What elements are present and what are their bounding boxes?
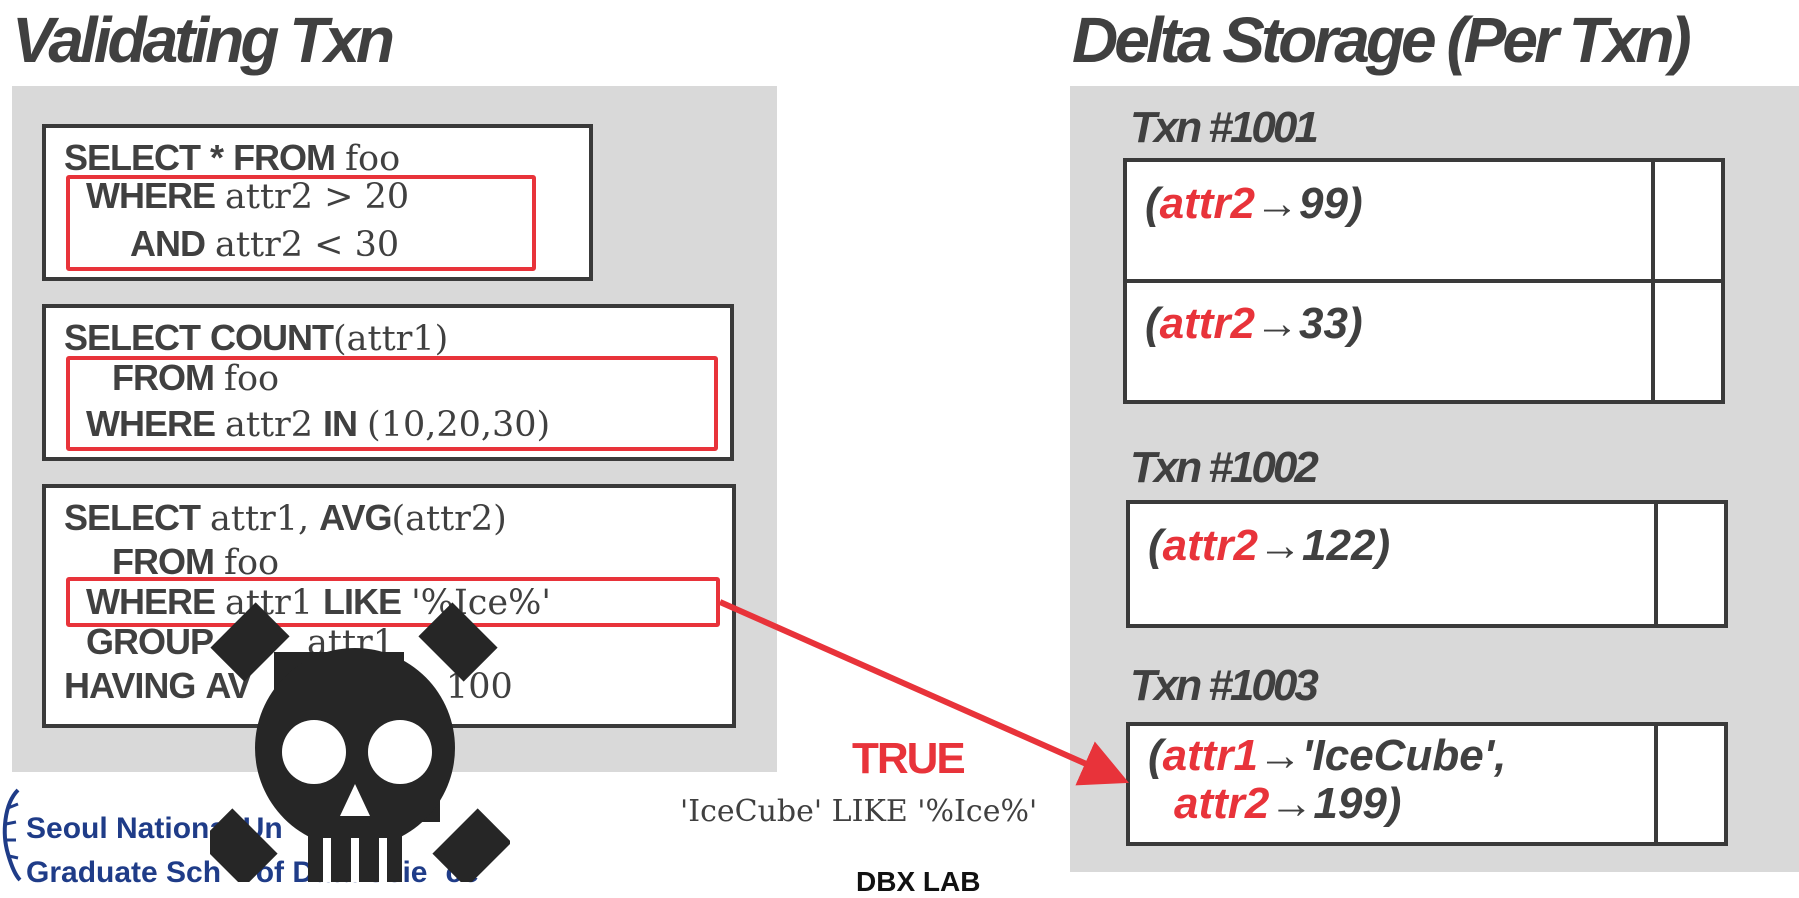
kw-from: FROM (112, 357, 215, 398)
table-name: foo (224, 543, 280, 583)
kw-group: GROUP (86, 621, 214, 662)
predicate: attr2 > 20 (225, 177, 410, 217)
dbx-lab-label: DBX LAB (856, 866, 981, 897)
left-title: Validating Txn (12, 4, 395, 76)
txn-1002-delta-box[interactable]: (attr2→122) (1126, 500, 1728, 628)
query-box-2[interactable]: SELECT COUNT(attr1) FROM foo WHERE attr2… (42, 304, 734, 461)
kw-where: WHERE (86, 175, 216, 216)
delta-entry: (attr2→99) (1145, 179, 1363, 228)
kw-in: IN (323, 403, 358, 444)
kw-where: WHERE (86, 581, 216, 622)
txn-1001-delta-box[interactable]: (attr2→99) (attr2→33) (1123, 158, 1725, 404)
predicate-highlight-3 (66, 577, 720, 627)
in-list: (10,20,30) (367, 405, 551, 445)
right-title: Delta Storage (Per Txn) (1072, 4, 1692, 76)
txn-1001-label: Txn #1001 (1130, 103, 1319, 152)
delta-entry: attr2→199) (1174, 779, 1402, 828)
like-expression: 'IceCube' LIKE '%Ice%' (680, 794, 1038, 829)
table-name: foo (224, 359, 280, 399)
star: * (210, 137, 224, 178)
kw-from: FROM (233, 137, 336, 178)
kw-where: WHERE (86, 403, 216, 444)
predicate: attr2 < 30 (215, 225, 400, 265)
column: attr1 (225, 583, 314, 623)
kw-count: COUNT (210, 317, 334, 358)
query-box-1[interactable]: SELECT * FROM foo WHERE attr2 > 20 AND a… (42, 124, 593, 281)
avg-arg: (attr2) (391, 499, 507, 539)
predicate-highlight-2 (66, 356, 718, 451)
skull-crossbones-icon (210, 602, 510, 882)
like-pattern: '%Ice%' (411, 583, 551, 623)
delta-entry: (attr2→33) (1145, 299, 1363, 348)
txn-1003-delta-box[interactable]: (attr1→'IceCube', attr2→199) (1126, 722, 1728, 846)
pointer-divider (1654, 504, 1658, 624)
result-label: TRUE (852, 734, 966, 783)
kw-like: LIKE (323, 581, 402, 622)
kw-select: SELECT (64, 137, 201, 178)
kw-and: AND (130, 223, 206, 264)
column: attr1, (210, 499, 310, 539)
pointer-divider (1651, 162, 1655, 400)
kw-from: FROM (112, 541, 215, 582)
count-arg: (attr1) (333, 319, 449, 359)
delta-entry: (attr1→'IceCube', (1148, 731, 1507, 780)
kw-select: SELECT (64, 317, 201, 358)
txn-1003-label: Txn #1003 (1130, 661, 1319, 710)
column: attr2 (225, 405, 314, 445)
university-emblem-icon (0, 784, 22, 882)
txn-1002-label: Txn #1002 (1130, 443, 1319, 492)
predicate-highlight-1 (66, 175, 536, 271)
kw-avg: AVG (319, 497, 392, 538)
row-divider (1127, 279, 1721, 283)
pointer-divider (1654, 726, 1658, 842)
kw-select: SELECT (64, 497, 201, 538)
kw-having: HAVING (64, 665, 196, 706)
table-name: foo (345, 139, 401, 179)
delta-entry: (attr2→122) (1148, 521, 1391, 570)
